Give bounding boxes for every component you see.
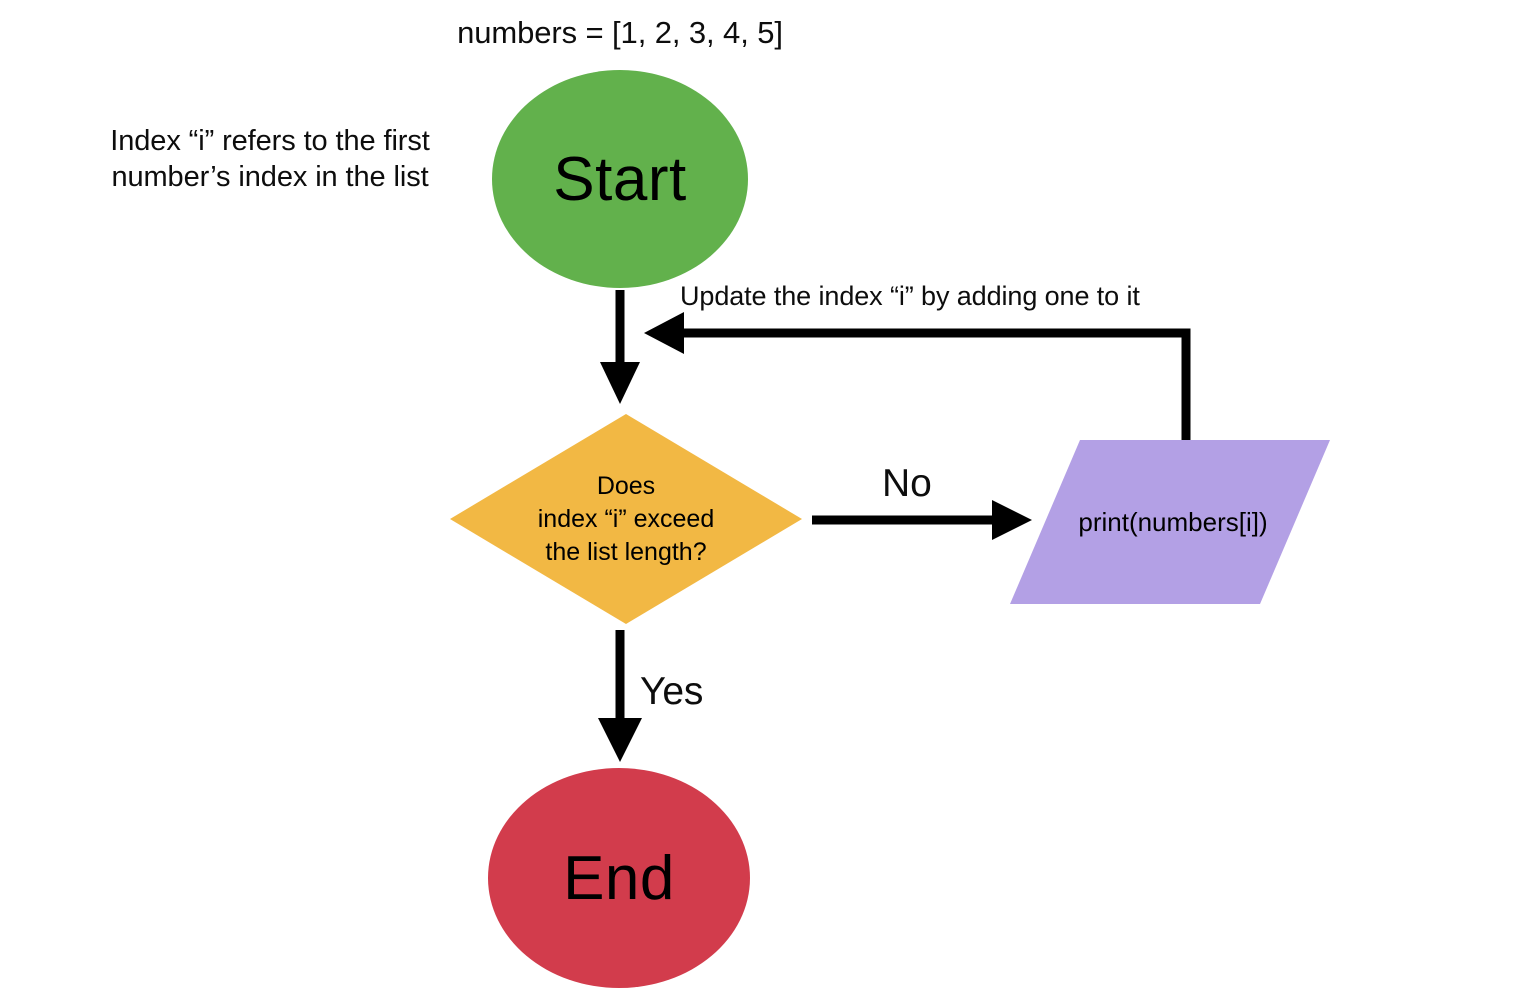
- edge-label-no: No: [882, 462, 932, 505]
- node-decision-shape[interactable]: [450, 414, 802, 624]
- edge-decision-to-process: [812, 500, 1032, 540]
- node-end-shape[interactable]: [488, 768, 750, 988]
- numbers-list-note: numbers = [1, 2, 3, 4, 5]: [457, 15, 783, 50]
- node-process-shape[interactable]: [1010, 440, 1330, 604]
- update-index-annotation-note: Update the index “i” by adding one to it: [680, 281, 1140, 311]
- index-annotation-note: Index “i” refers to the first number’s i…: [110, 125, 430, 193]
- edge-decision-to-end: [598, 630, 642, 762]
- edge-start-to-decision: [600, 290, 640, 404]
- node-start-shape[interactable]: [492, 70, 748, 288]
- edge-label-yes: Yes: [640, 670, 704, 713]
- edge-process-loop-back: [644, 312, 1191, 447]
